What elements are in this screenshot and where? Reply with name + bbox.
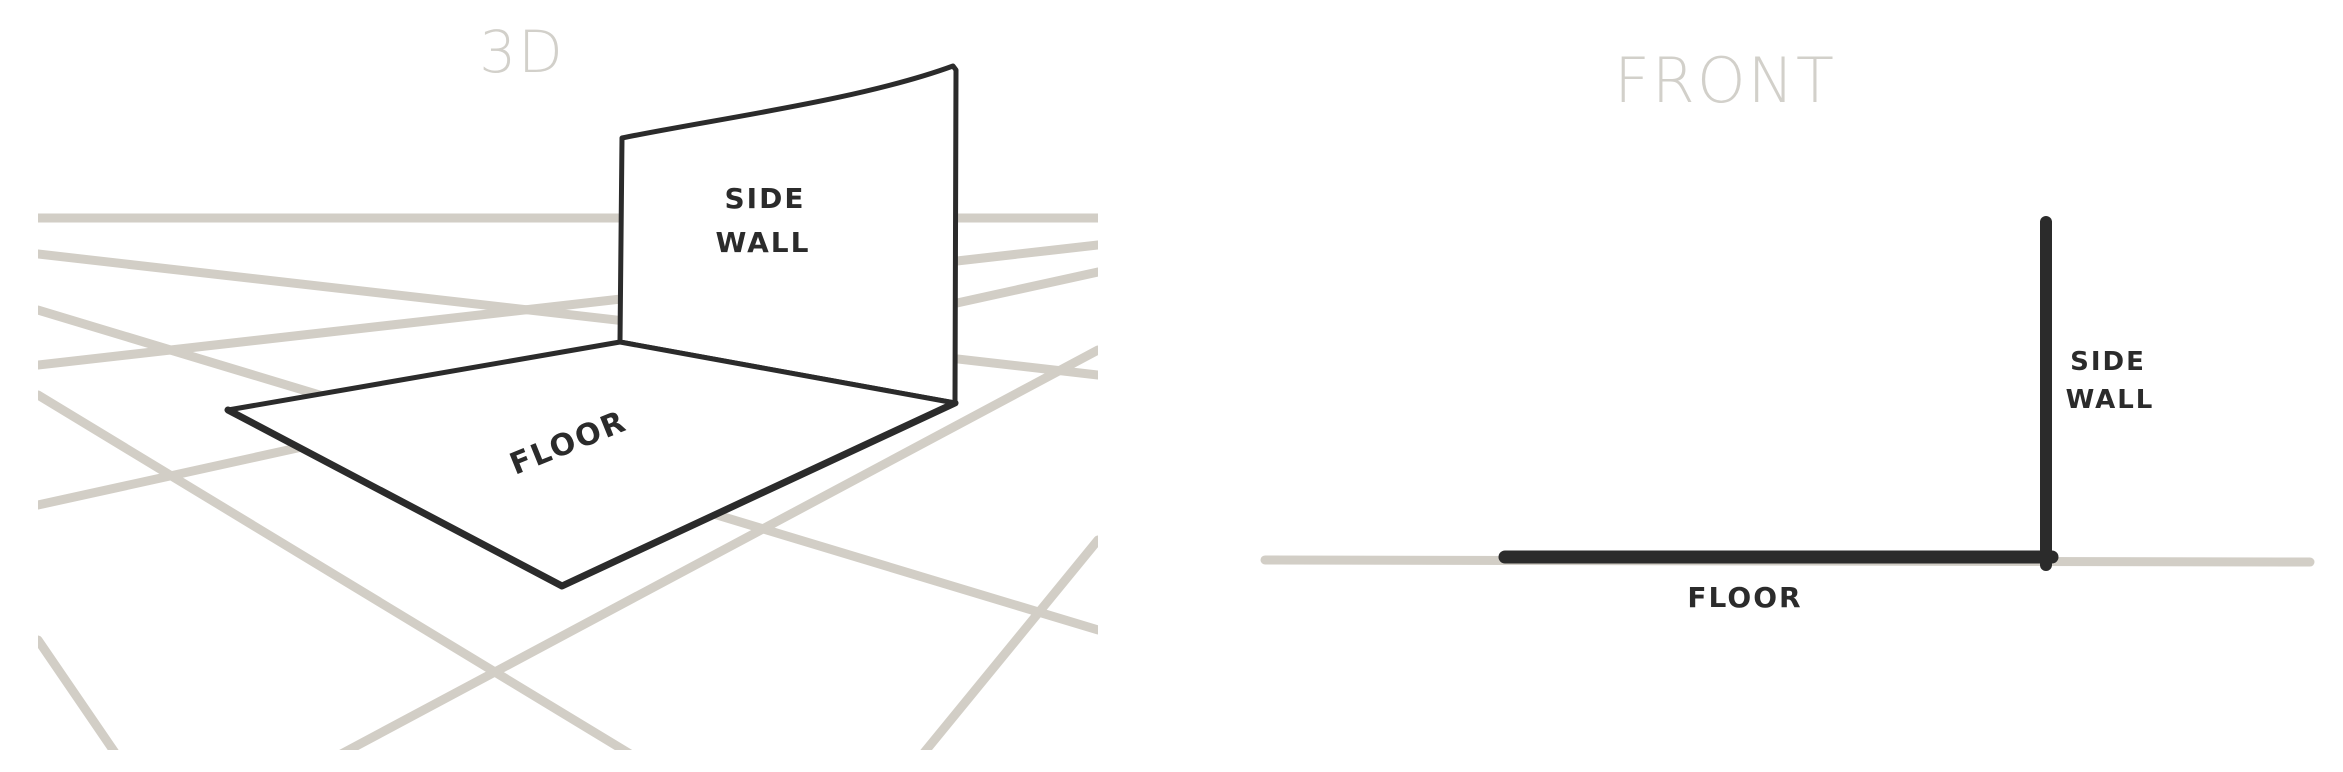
side-wall-3d (620, 66, 956, 403)
panel-front-title: FRONT (1614, 44, 1836, 117)
floor-outline-3d (225, 339, 958, 413)
floor-label-front: FLOOR (1687, 581, 1802, 614)
side-wall-label-3d-line2: WALL (716, 226, 811, 259)
floor-front-edge-3d (224, 399, 959, 590)
floor-3d (228, 342, 955, 586)
guide-line (339, 345, 1098, 750)
guide-line (38, 635, 119, 750)
panel-3d-title: 3D (479, 18, 565, 86)
panel-3d: 3D SIDE WALL FLOOR (38, 18, 1098, 750)
guide-line (38, 390, 633, 750)
side-wall-label-front-line1: SIDE (2070, 347, 2146, 377)
panel-front: FRONT SIDE WALL FLOOR (1260, 44, 2315, 614)
side-wall-label-front-line2: WALL (2066, 385, 2155, 415)
guide-line (920, 535, 1098, 750)
side-wall-label-3d-line1: SIDE (725, 182, 806, 215)
